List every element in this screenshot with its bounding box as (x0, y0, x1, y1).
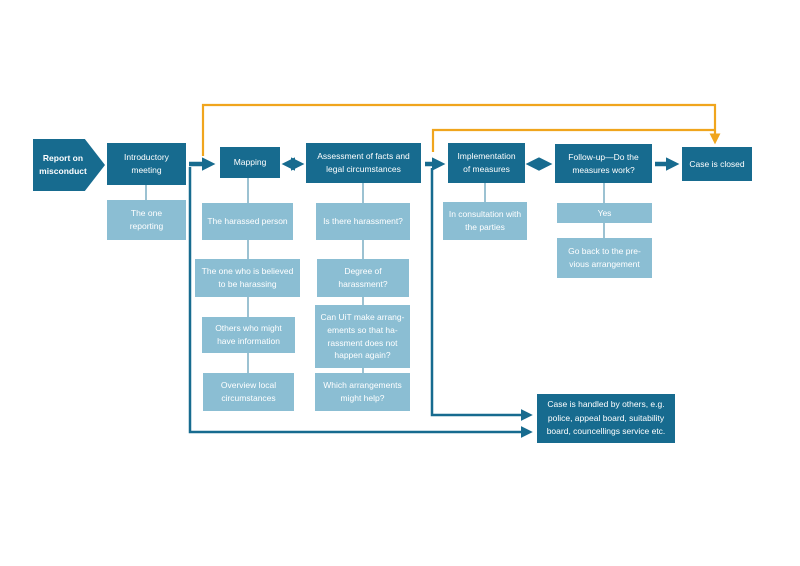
step-mapping: Mapping (220, 147, 280, 178)
step-introductory-meeting: Introductory meeting (107, 143, 186, 185)
step-case-is-closed: Case is closed (682, 147, 752, 181)
sub-is-there-harassment: Is there harassment? (316, 203, 410, 240)
exit-line-from-intro-junction (188, 167, 533, 439)
sub-in-consultation-with-parties: In consultation with the parties (443, 202, 527, 240)
sub-can-uit-make-arrangements: Can UiT make arrang- ements so that ha- … (315, 305, 410, 368)
orange-feedback-line-implementation-to-closed (431, 128, 715, 152)
exit-case-handled-by-others: Case is handled by others, e.g. police, … (537, 394, 675, 443)
sub-which-arrangements-help: Which arrangements might help? (315, 373, 410, 411)
exit-line-from-assessment-junction (430, 168, 533, 422)
step-followup: Follow-up—Do the measures work? (555, 144, 652, 183)
sub-degree-of-harassment: Degree of harassment? (317, 259, 409, 297)
sub-harassed-person: The harassed person (202, 203, 293, 240)
orange-feedback-line-intro-to-closed (201, 103, 721, 156)
step-implementation: Implementation of measures (448, 143, 525, 183)
sub-overview-local-circumstances: Overview local circumstances (203, 373, 294, 411)
sub-believed-harassing: The one who is believed to be harassing (195, 259, 300, 297)
sub-go-back-previous-arrangement: Go back to the pre- vious arrangement (557, 238, 652, 278)
sub-yes: Yes (557, 203, 652, 223)
sub-others-information: Others who might have information (202, 317, 295, 353)
step-assessment: Assessment of facts and legal circumstan… (306, 143, 421, 183)
sub-the-one-reporting: The one reporting (107, 200, 186, 240)
